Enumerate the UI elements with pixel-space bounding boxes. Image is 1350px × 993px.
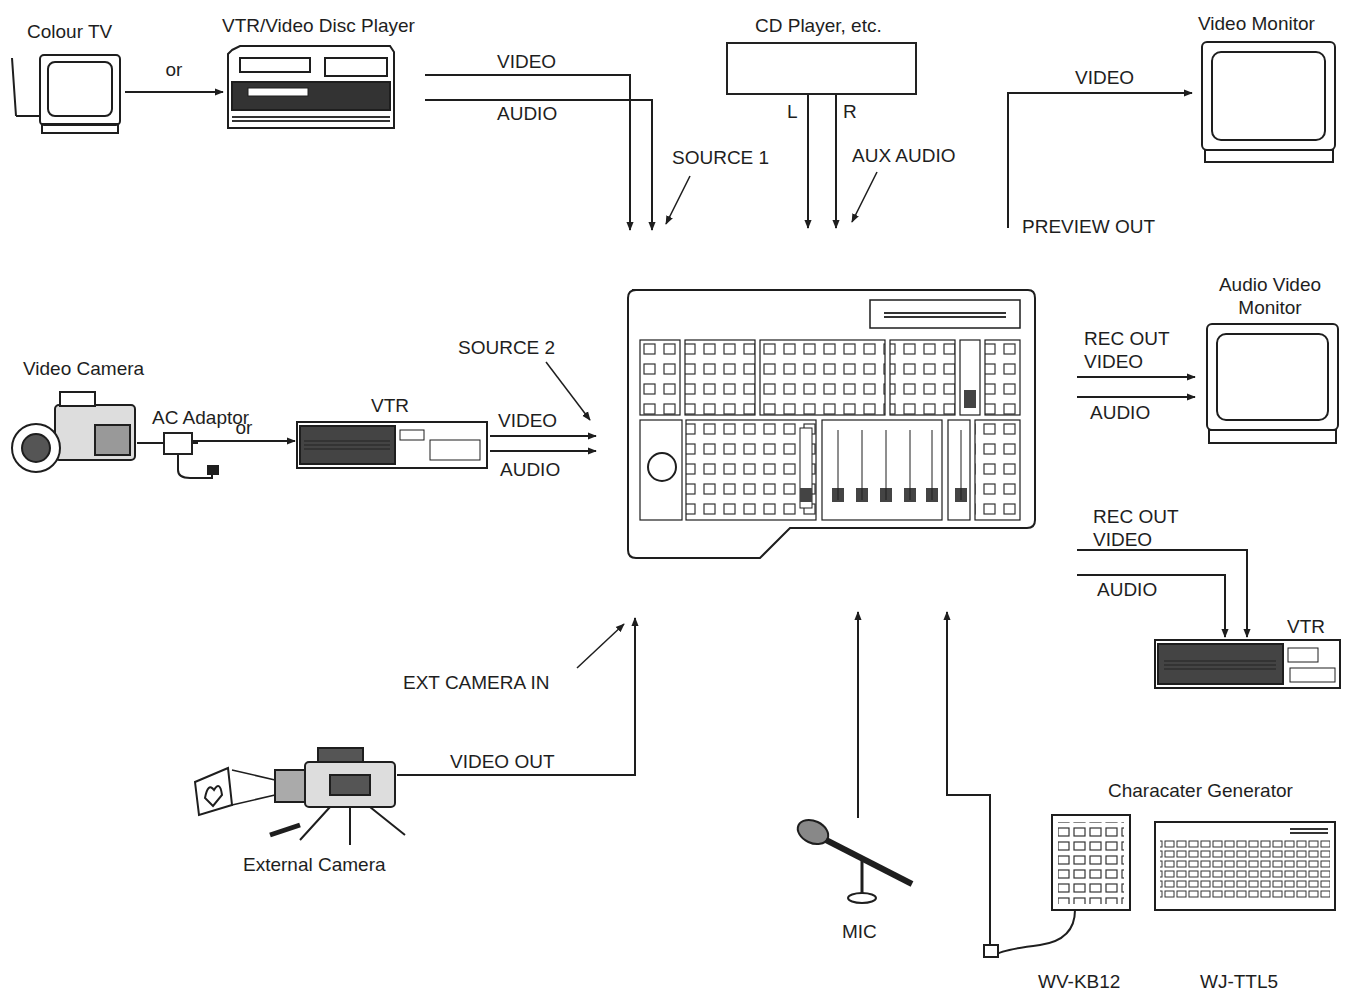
signal-label: AUDIO (1090, 401, 1150, 424)
device-label: VTR (1287, 615, 1325, 638)
signal-label: AUDIO (1097, 578, 1157, 601)
signal-label: PREVIEW OUT (1022, 215, 1155, 238)
signal-label: SOURCE 2 (458, 336, 555, 359)
signal-wires (397, 75, 1247, 945)
connector-label: or (166, 58, 183, 81)
mixer-panel (628, 290, 1035, 558)
signal-label: SOURCE 1 (672, 146, 769, 169)
vtr-player (228, 46, 394, 128)
connector (193, 440, 295, 442)
signal-label: REC OUT VIDEO (1084, 327, 1196, 373)
signal-label: VIDEO (1075, 66, 1134, 89)
device-area: Video Monitor (1200, 40, 1337, 165)
microphone (794, 815, 912, 903)
signal-label: WJ-TTL5 (1200, 970, 1278, 993)
device-area: Video Camera (10, 388, 137, 476)
device-box: AC Adaptor (163, 432, 193, 455)
signal-label: Characater Generator (1108, 779, 1293, 802)
signal-label: AUDIO (500, 458, 560, 481)
device-label: External Camera (243, 853, 386, 876)
signal-label: VIDEO (497, 50, 556, 73)
signal-label: REC OUT VIDEO (1093, 505, 1205, 551)
device-label: Video Camera (23, 357, 144, 380)
device-label: Colour TV (27, 20, 112, 43)
signal-label: L (787, 100, 798, 123)
device-label: Video Monitor (1198, 12, 1315, 35)
audio-video-monitor (1207, 324, 1338, 443)
device-label: VTR (371, 394, 409, 417)
video-camera (12, 392, 218, 478)
connector (125, 91, 223, 93)
device-label: CD Player, etc. (755, 14, 882, 37)
device-area: External Camera (195, 745, 405, 845)
vtr-recorder (1155, 640, 1340, 688)
device-area: Audio Video Monitor (1205, 322, 1340, 445)
device-area: VTR (297, 420, 487, 470)
signal-label: R (843, 100, 857, 123)
device-box: CD Player, etc. (726, 42, 917, 95)
character-generator (984, 815, 1335, 957)
signal-label: AUX AUDIO (852, 144, 955, 167)
connector-label: or (236, 416, 253, 439)
device-label: VTR/Video Disc Player (222, 14, 415, 37)
connector (137, 442, 161, 444)
signal-label: MIC (842, 920, 877, 943)
device-area: VTR (1155, 638, 1340, 690)
video-monitor (1202, 42, 1335, 162)
device-label: AC Adaptor (152, 406, 249, 429)
signal-label: EXT CAMERA IN (403, 671, 549, 694)
vtr-source (297, 422, 487, 468)
colour-tv (12, 55, 120, 133)
device-label: Audio Video Monitor (1193, 273, 1347, 319)
external-camera (195, 748, 405, 845)
signal-label: AUDIO (497, 102, 557, 125)
signal-label: VIDEO (498, 409, 557, 432)
device-area: VTR/Video Disc Player (225, 45, 397, 133)
signal-label: VIDEO OUT (450, 750, 555, 773)
signal-label: WV-KB12 (1038, 970, 1120, 993)
device-area: Colour TV (10, 55, 125, 135)
